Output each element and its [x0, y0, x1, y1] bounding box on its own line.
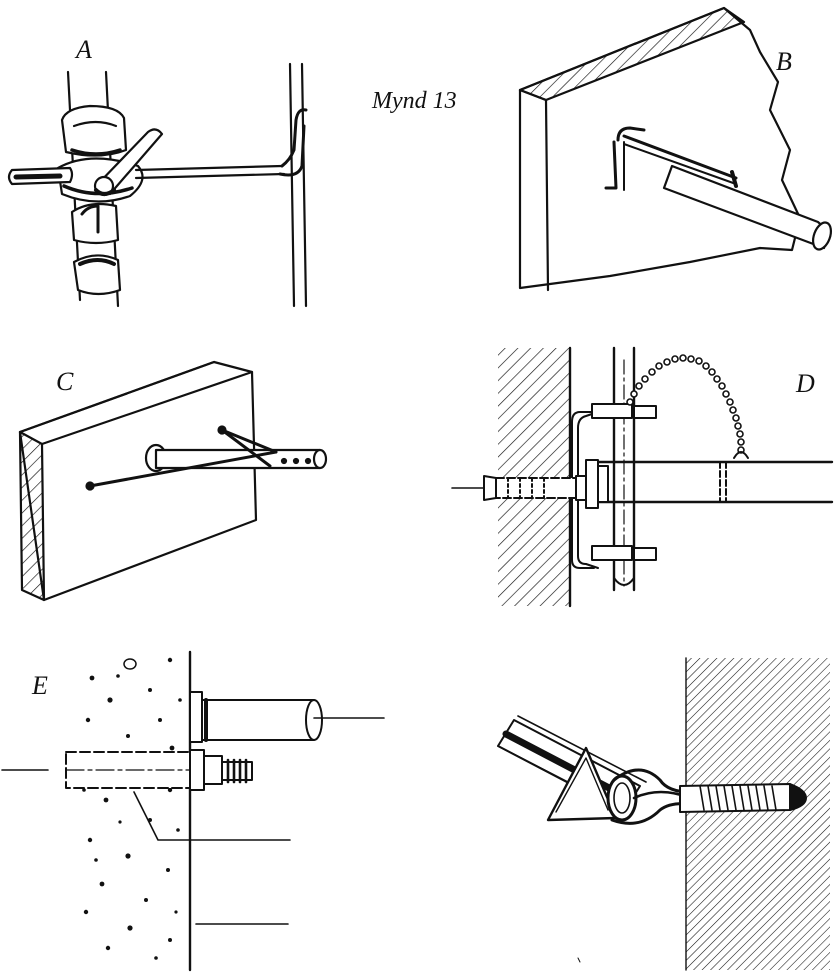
panel-d-bolt-anchor [451, 346, 834, 608]
figure-caption: Mynd 13 [371, 88, 457, 114]
panel-e-concrete [82, 657, 182, 960]
panel-label-d: D [795, 369, 815, 398]
panel-e-concrete-anchor [1, 650, 385, 972]
panel-f-thread [699, 785, 777, 811]
panel-c-eyebolt-tie [18, 360, 328, 602]
panel-b-wall-anchor [518, 6, 833, 292]
panel-label-c: C [56, 367, 74, 396]
panel-d-chain [626, 354, 745, 454]
panel-label-b: B [776, 47, 792, 76]
panel-label-e: E [31, 671, 48, 700]
panel-a-scaffold-tie [7, 62, 308, 308]
panel-f-turnbuckle-anchor [497, 657, 830, 971]
panel-label-a: A [74, 35, 92, 64]
